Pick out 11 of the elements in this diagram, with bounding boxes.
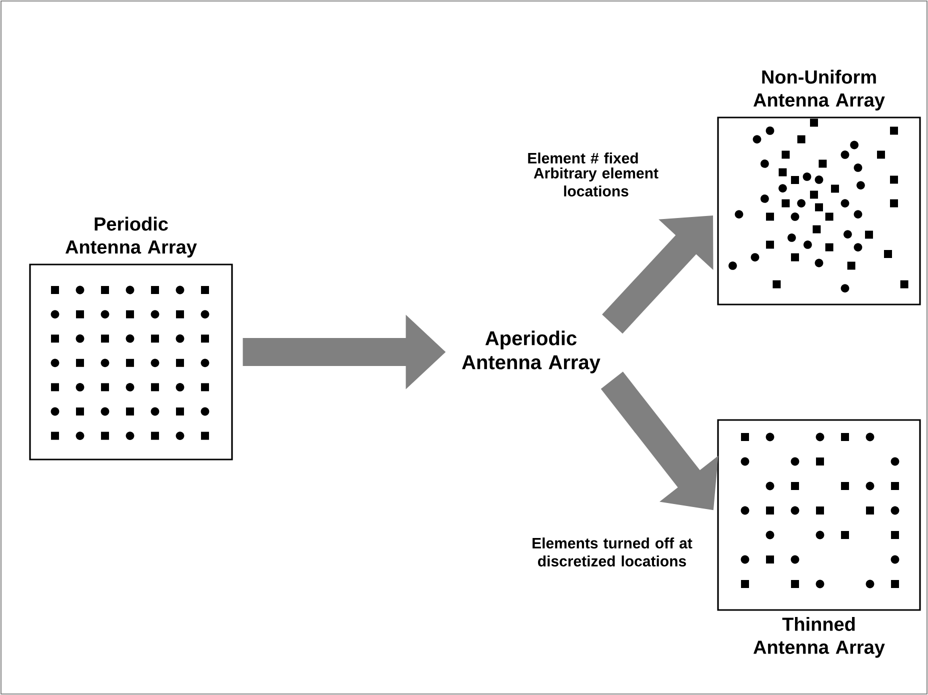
node-label: Thinned Antenna Array — [753, 616, 885, 658]
block-arrow — [602, 216, 714, 334]
node-label: Periodic Antenna Array — [65, 216, 197, 258]
antenna-array-box: Thinned Antenna Array — [717, 419, 921, 658]
node-label: Non-Uniform Antenna Array — [753, 70, 885, 110]
note-text: Element # fixed — [528, 152, 638, 164]
antenna-array-box: Periodic Antenna Array — [29, 216, 233, 460]
note-text: Elements turned off at discretized locations — [532, 538, 692, 566]
note-text: Arbitrary element locations — [534, 168, 658, 196]
antenna-array-box: Non-Uniform Antenna Array — [717, 70, 921, 306]
array-label: Aperiodic Antenna Array — [462, 330, 600, 374]
